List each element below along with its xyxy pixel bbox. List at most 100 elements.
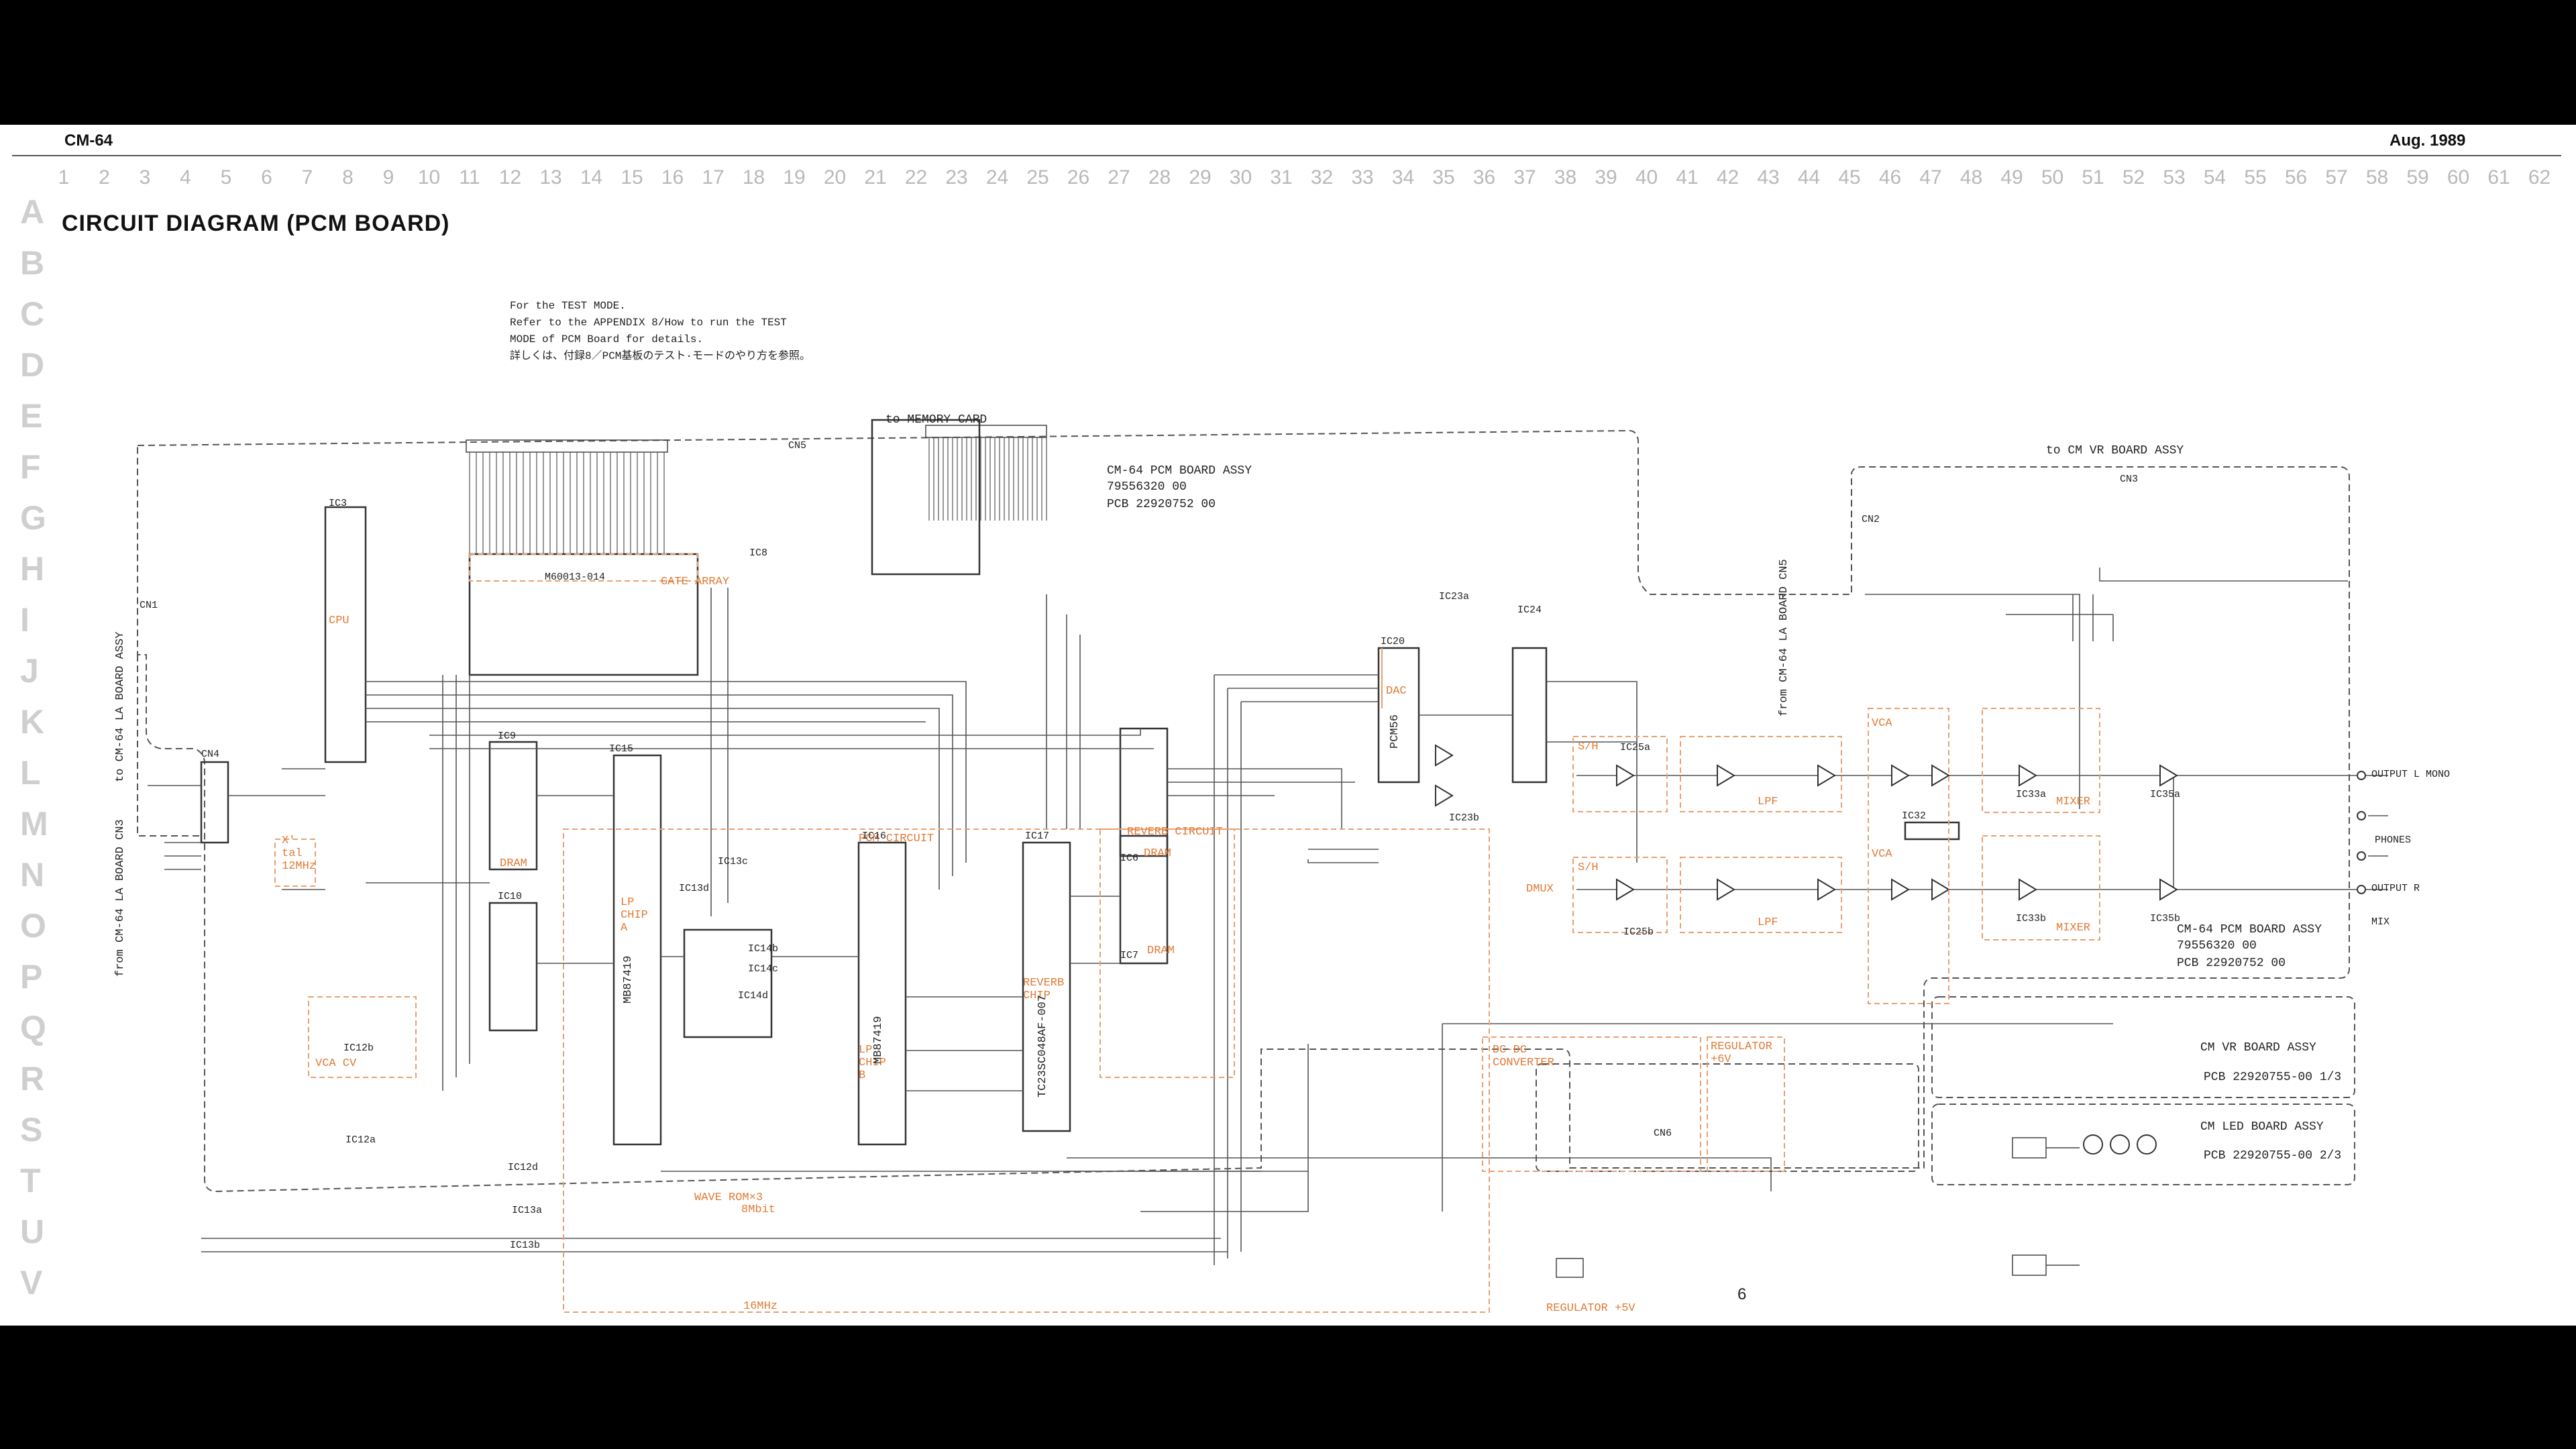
header-rule [12, 155, 2561, 156]
ic17-part: TC23SC048AF-007 [1036, 994, 1049, 1097]
column-number: 53 [2163, 166, 2186, 189]
column-number: 59 [2406, 166, 2429, 189]
column-number: 16 [661, 166, 684, 189]
column-number: 58 [2365, 166, 2389, 189]
row-letter: K [20, 703, 45, 741]
ic3-label: IC3 [329, 498, 347, 509]
row-letter: C [20, 295, 45, 333]
column-number: 54 [2203, 166, 2226, 189]
ic13c-label: IC13c [718, 856, 749, 867]
sh-label-2: S/H [1578, 861, 1599, 874]
column-number: 38 [1554, 166, 1577, 189]
row-letter: M [20, 805, 48, 843]
dac-label: DAC [1386, 685, 1407, 698]
mixer-label-1: MIXER [2056, 796, 2091, 808]
lpf-box-2 [1680, 857, 1842, 933]
note-line: Refer to the APPENDIX 8/How to run the T… [510, 317, 787, 329]
row-letter: E [20, 397, 43, 435]
column-number: 30 [1229, 166, 1252, 189]
column-number: 15 [621, 166, 643, 189]
note-line: MODE of PCM Board for details. [510, 333, 704, 345]
ic10-label: IC10 [498, 891, 523, 902]
ic8-label: IC8 [749, 547, 768, 559]
column-number: 17 [702, 166, 724, 189]
ic13b-label: IC13b [510, 1240, 541, 1251]
sh-label-1: S/H [1578, 741, 1599, 753]
column-number: 45 [1838, 166, 1861, 189]
ic9-body [488, 741, 538, 871]
column-number: 4 [180, 166, 191, 189]
mixer-box-1 [1982, 708, 2100, 813]
column-number: 13 [539, 166, 562, 189]
cn2-label: CN2 [1862, 514, 1880, 525]
ic3-body [324, 506, 367, 763]
reverb-circuit-box [1099, 828, 1235, 1078]
ic14b-label: IC14b [748, 943, 779, 955]
column-number: 21 [864, 166, 887, 189]
row-letter: H [20, 550, 45, 588]
column-number: 35 [1432, 166, 1455, 189]
column-number: 57 [2325, 166, 2348, 189]
phones-label: PHONES [2375, 835, 2412, 846]
mix-label: MIX [2371, 916, 2390, 928]
ic7-label: IC7 [1120, 950, 1139, 961]
column-number: 31 [1270, 166, 1293, 189]
column-number: 25 [1026, 166, 1049, 189]
cn1-label: CN1 [140, 600, 158, 611]
pcm-assy-name: CM-64 PCM BOARD ASSY [1107, 464, 1252, 478]
ic33b-label: IC33b [2016, 913, 2047, 924]
row-letter: P [20, 958, 43, 996]
dcdc-label: DC-DC CONVERTER [1493, 1044, 1554, 1069]
lpf-label-2: LPF [1758, 916, 1778, 929]
column-number: 60 [2447, 166, 2470, 189]
pcm-circuit-box [563, 828, 1490, 1313]
column-number: 39 [1595, 166, 1617, 189]
column-number: 37 [1513, 166, 1536, 189]
column-number: 26 [1067, 166, 1090, 189]
column-number: 47 [1919, 166, 1942, 189]
column-number: 50 [2041, 166, 2064, 189]
row-letter: Q [20, 1009, 46, 1046]
ic35a-label: IC35a [2150, 789, 2181, 800]
column-number: 32 [1310, 166, 1334, 189]
pcm-circuit-label: PCM CIRCUIT [859, 833, 934, 845]
row-letter: U [20, 1213, 45, 1250]
lpf-label-1: LPF [1758, 796, 1778, 808]
ic6-label: IC6 [1120, 853, 1139, 864]
ic16-body [857, 841, 907, 1146]
row-letter: O [20, 907, 46, 945]
column-number: 12 [498, 166, 522, 189]
row-letter: S [20, 1111, 43, 1148]
gate-array-label: GATE ARRAY [661, 576, 730, 588]
column-number: 36 [1472, 166, 1496, 189]
column-number: 19 [783, 166, 806, 189]
sh-box-1 [1572, 736, 1668, 812]
cn4-body [200, 761, 229, 844]
column-number: 46 [1878, 166, 1902, 189]
column-number: 44 [1797, 166, 1821, 189]
ic32-body [1904, 821, 1960, 841]
ic14d-label: IC14d [738, 990, 769, 1002]
ic33a-label: IC33a [2016, 789, 2047, 800]
vca-box [1868, 708, 1949, 1004]
column-number: 22 [904, 166, 928, 189]
page-number: 6 [1737, 1285, 1747, 1303]
ic12b-label: IC12b [343, 1042, 374, 1054]
ic16-label: IC16 [862, 830, 887, 842]
mixer-label-2: MIXER [2056, 922, 2091, 934]
page-title: CIRCUIT DIAGRAM (PCM BOARD) [62, 211, 450, 236]
lp-chip-b-label: LP CHIP B [859, 1044, 886, 1082]
column-number: 48 [1960, 166, 1983, 189]
cn3-label: CN3 [2120, 474, 2139, 485]
test-mode-note: For the TEST MODE. Refer to the APPENDIX… [510, 298, 810, 365]
ic17-label: IC17 [1025, 830, 1050, 842]
ic25b-label: IC25b [1623, 926, 1654, 938]
column-number: 18 [742, 166, 765, 189]
dcdc-box [1482, 1036, 1701, 1172]
row-letter: F [20, 448, 41, 486]
row-letter: G [20, 499, 46, 537]
column-number: 43 [1757, 166, 1780, 189]
column-number: 62 [2528, 166, 2551, 189]
column-number: 61 [2487, 166, 2510, 189]
